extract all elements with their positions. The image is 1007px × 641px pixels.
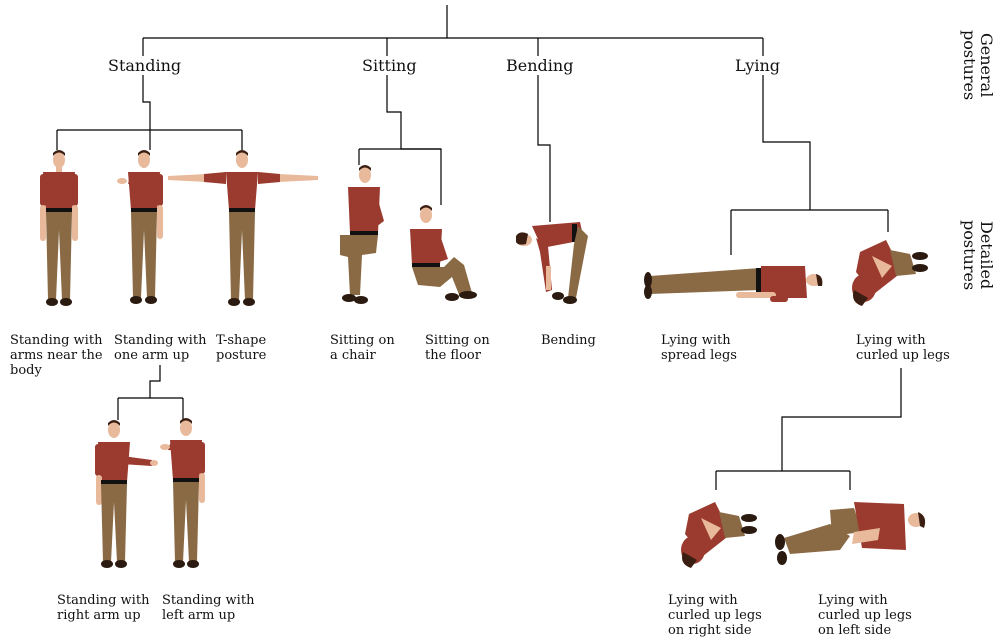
general-standing-label: Standing bbox=[108, 56, 182, 75]
figure-standing-left-arm bbox=[160, 418, 205, 568]
caption-lying-curled-left: Lying with curled up legs on left side bbox=[818, 593, 912, 638]
figure-sitting-floor bbox=[410, 205, 477, 301]
figure-t-shape bbox=[168, 150, 318, 306]
figure-lying-spread bbox=[644, 266, 823, 302]
caption-standing-one-arm: Standing with one arm up bbox=[114, 333, 207, 363]
general-postures-label: General postures bbox=[960, 29, 996, 101]
figure-standing-right-arm bbox=[95, 420, 158, 568]
general-lying-label: Lying bbox=[735, 56, 781, 75]
caption-lying-spread: Lying with spread legs bbox=[661, 333, 737, 363]
caption-lying-curled-right: Lying with curled up legs on right side bbox=[668, 593, 762, 638]
general-sitting-label: Sitting bbox=[362, 56, 417, 75]
figure-bending bbox=[516, 222, 588, 304]
figure-lying-curled-left bbox=[775, 502, 926, 565]
detailed-postures-label: Detailed postures bbox=[960, 219, 996, 291]
caption-standing-right-arm: Standing with right arm up bbox=[57, 593, 150, 623]
caption-sitting-chair: Sitting on a chair bbox=[330, 333, 395, 363]
figure-lying-curled-right bbox=[681, 502, 757, 568]
general-bending-label: Bending bbox=[506, 56, 574, 75]
figure-sitting-chair bbox=[340, 165, 384, 304]
caption-standing-left-arm: Standing with left arm up bbox=[162, 593, 255, 623]
caption-sitting-floor: Sitting on the floor bbox=[425, 333, 490, 363]
caption-lying-curled: Lying with curled up legs bbox=[856, 333, 950, 363]
figure-standing-one-arm bbox=[117, 150, 163, 304]
figure-standing-arms-near bbox=[40, 150, 78, 306]
caption-standing-arms-near: Standing with arms near the body bbox=[10, 333, 103, 378]
caption-t-shape: T-shape posture bbox=[216, 333, 267, 363]
caption-bending: Bending bbox=[541, 333, 596, 348]
figure-lying-curled bbox=[852, 240, 928, 306]
